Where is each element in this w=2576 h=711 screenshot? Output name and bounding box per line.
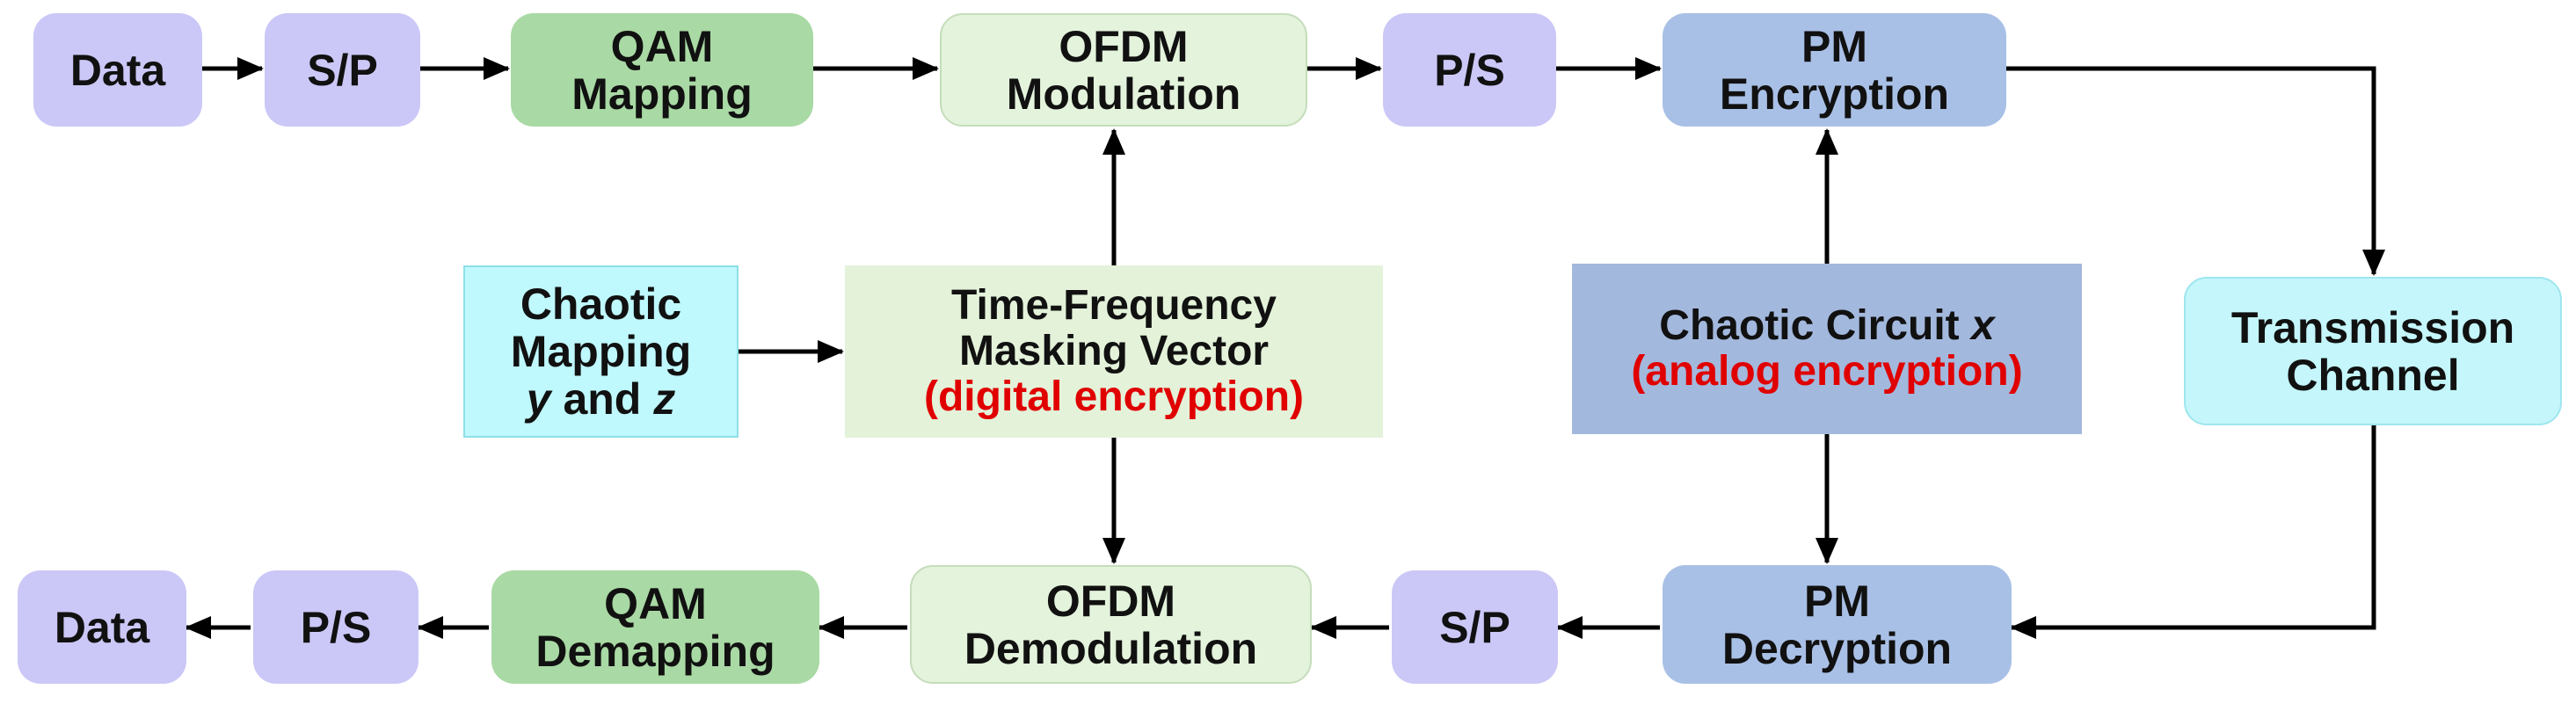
qam-demapping-block: QAM Demapping — [491, 570, 819, 684]
rx-data-block: Data — [18, 570, 186, 684]
tx-data-label: Data — [69, 45, 166, 95]
transmission-channel-line-1: Transmission — [2230, 302, 2515, 352]
pm-encryption-line-2: Encryption — [1719, 69, 1950, 119]
chaotic-mapping-var-z: z — [653, 374, 676, 424]
pm-decryption-block: PM Decryption — [1663, 565, 2012, 684]
ofdm-modulation-block: OFDM Modulation — [940, 13, 1307, 127]
qam-mapping-line-1: QAM — [610, 21, 714, 71]
chaotic-circuit-var-x: x — [1971, 302, 1995, 350]
pm-decryption-line-1: PM — [1804, 576, 1870, 626]
arrow-channel-to-pm-decryption — [2010, 425, 2376, 639]
tx-data-block: Data — [33, 13, 202, 127]
chaotic-circuit-line-1: Chaotic Circuit x — [1659, 303, 1994, 349]
chaotic-mapping-line-2: Mapping — [510, 327, 692, 376]
chaotic-mapping-var-y: y — [526, 374, 551, 424]
qam-demapping-line-1: QAM — [604, 578, 707, 628]
pm-encryption-line-1: PM — [1801, 21, 1867, 71]
rx-sp-label: S/P — [1439, 602, 1510, 652]
rx-ps-label: P/S — [300, 602, 372, 652]
chaotic-mapping-and: and — [550, 374, 654, 424]
ofdm-demodulation-line-2: Demodulation — [964, 623, 1258, 673]
tx-parallel-to-serial-block: P/S — [1383, 13, 1556, 127]
chaotic-mapping-block: Chaotic Mapping y and z — [463, 265, 739, 438]
qam-mapping-block: QAM Mapping — [511, 13, 813, 127]
chaotic-mapping-line-1: Chaotic — [520, 279, 682, 329]
qam-mapping-line-2: Mapping — [571, 69, 753, 119]
tx-ps-label: P/S — [1434, 45, 1505, 95]
pm-decryption-line-2: Decryption — [1721, 623, 1953, 673]
arrow-pm-to-channel — [2006, 66, 2385, 276]
time-frequency-masking-block: Time-Frequency Masking Vector (digital e… — [845, 265, 1383, 438]
digital-encryption-note: (digital encryption) — [924, 373, 1304, 420]
chaotic-circuit-label: Chaotic Circuit — [1659, 302, 1971, 350]
ofdm-modulation-line-2: Modulation — [1006, 69, 1241, 119]
chaotic-mapping-line-3: y and z — [527, 375, 676, 423]
rx-data-label: Data — [54, 602, 150, 652]
tx-serial-to-parallel-block: S/P — [265, 13, 420, 127]
ofdm-modulation-line-1: OFDM — [1059, 21, 1189, 71]
pm-encryption-block: PM Encryption — [1663, 13, 2006, 127]
analog-encryption-note: (analog encryption) — [1631, 348, 2023, 395]
qam-demapping-line-2: Demapping — [535, 626, 775, 676]
tf-masking-line-2: Masking Vector — [958, 328, 1270, 375]
transmission-channel-line-2: Channel — [2286, 350, 2460, 400]
chaotic-circuit-block: Chaotic Circuit x (analog encryption) — [1572, 264, 2082, 434]
rx-serial-to-parallel-block: S/P — [1392, 570, 1558, 684]
rx-parallel-to-serial-block: P/S — [253, 570, 418, 684]
ofdm-demodulation-block: OFDM Demodulation — [910, 565, 1312, 684]
tf-masking-line-1: Time-Frequency — [951, 282, 1277, 330]
transmission-channel-block: Transmission Channel — [2184, 277, 2562, 425]
ofdm-demodulation-line-1: OFDM — [1045, 576, 1176, 626]
tx-sp-label: S/P — [307, 45, 378, 95]
